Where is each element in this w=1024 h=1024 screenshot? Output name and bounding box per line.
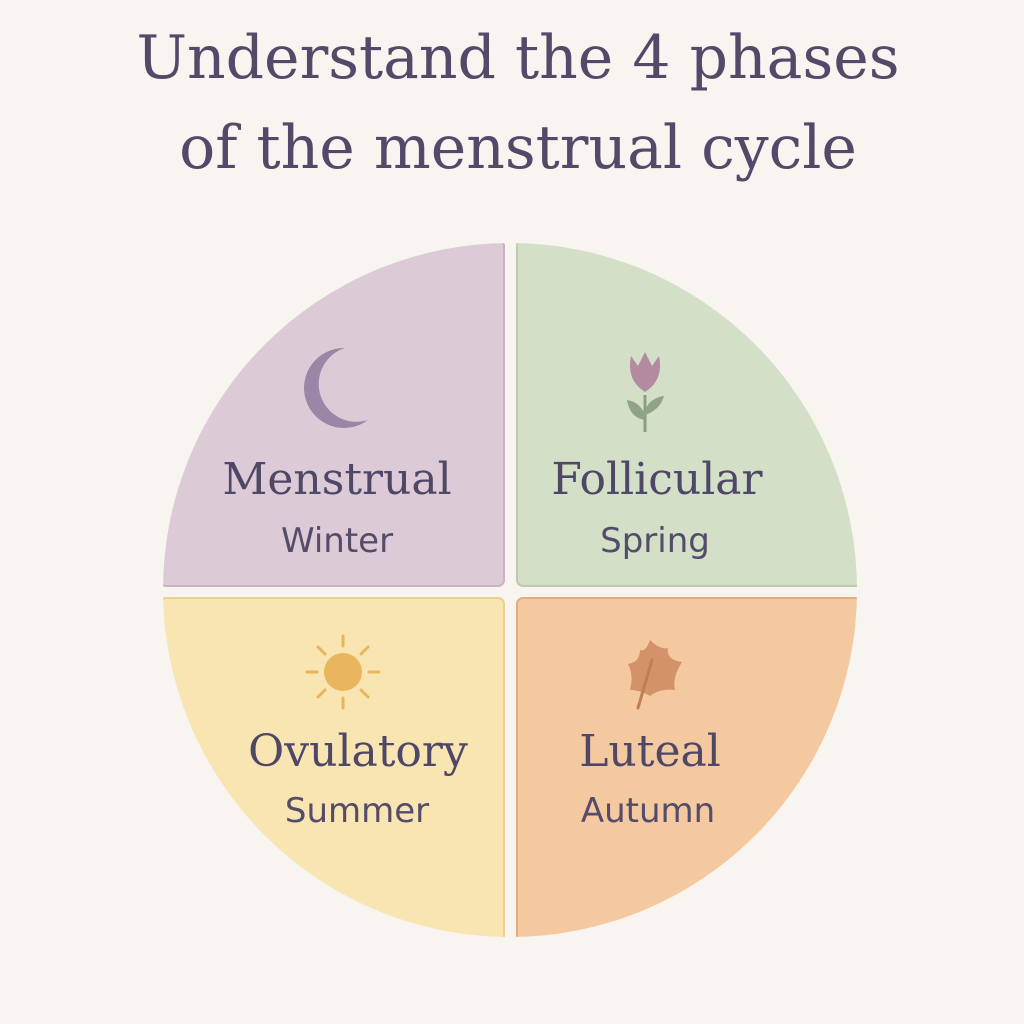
season-spring: Spring [600,521,710,561]
phase-name-ovulatory: Ovulatory [248,726,468,777]
sun-icon [305,634,381,710]
season-autumn: Autumn [581,791,715,831]
tulip-icon [627,352,664,432]
title-line-2: of the menstrual cycle [179,113,857,183]
moon-icon [304,347,368,428]
leaf-icon [628,640,682,710]
season-summer: Summer [285,791,429,831]
phase-name-menstrual: Menstrual [222,454,451,505]
phase-name-luteal: Luteal [579,726,721,777]
season-winter: Winter [281,521,393,561]
title-line-1: Understand the 4 phases [136,23,900,93]
phase-name-follicular: Follicular [551,454,763,505]
